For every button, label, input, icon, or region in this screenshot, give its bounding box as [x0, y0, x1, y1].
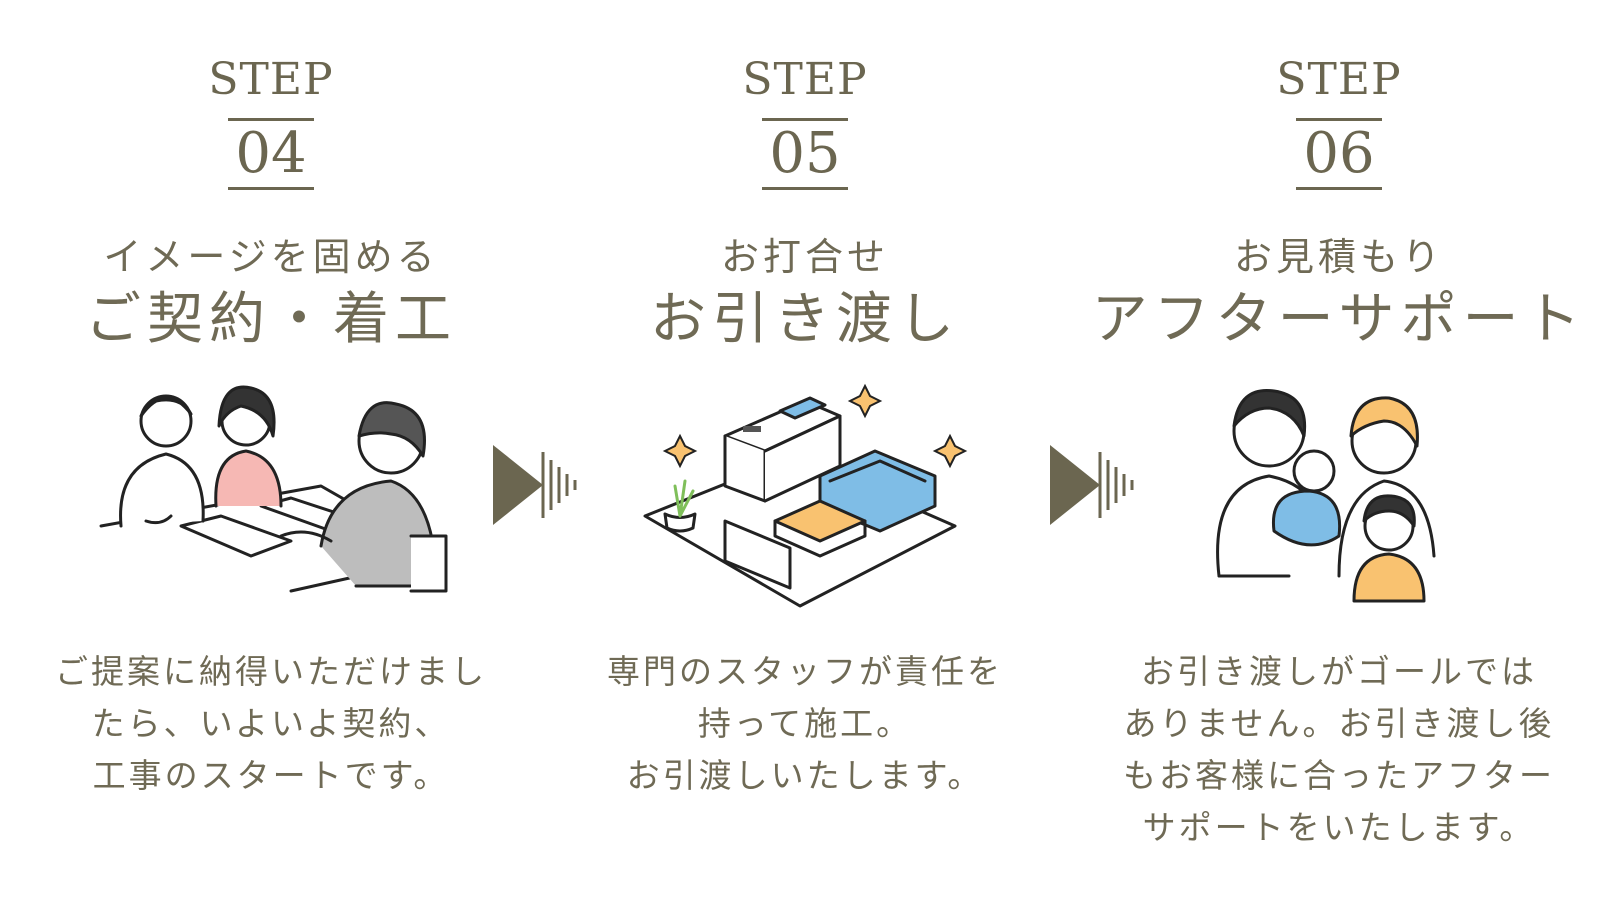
step-label: STEP	[742, 54, 868, 105]
divider	[762, 187, 848, 190]
step-title: お引き渡し	[650, 287, 960, 352]
step-number: 04	[235, 121, 307, 186]
step-04-column: STEP 04 イメージを固める ご契約・着工 ご	[31, 0, 511, 900]
divider	[762, 118, 848, 121]
step-06-column: STEP 06 お見積もり アフターサポート お引き渡しがゴールでは ありません…	[1092, 0, 1581, 900]
divider	[228, 118, 314, 121]
step-label: STEP	[208, 54, 334, 105]
divider	[228, 187, 314, 190]
meeting-contract-icon	[99, 385, 448, 593]
step-subtitle: お打合せ	[720, 235, 889, 279]
description-line: 専門のスタッフが責任を	[607, 652, 1003, 691]
step-description: お引き渡しがゴールでは ありません。お引き渡し後 もお客様に合ったアフター サポ…	[1123, 646, 1555, 854]
divider	[1296, 187, 1382, 190]
step-title: アフターサポート	[1091, 287, 1587, 352]
step-description: ご提案に納得いただけまし たら、いよいよ契約、 工事のスタートです。	[55, 646, 487, 802]
description-line: 持って施工。	[697, 704, 913, 743]
step-description: 専門のスタッフが責任を 持って施工。 お引渡しいたします。	[607, 646, 1003, 802]
description-line: お引渡しいたします。	[626, 756, 984, 795]
description-line: お引き渡しがゴールでは	[1141, 652, 1537, 691]
step-number: 06	[1303, 121, 1375, 186]
step-subtitle: イメージを固める	[103, 235, 439, 279]
arrow-right-icon	[1050, 445, 1134, 525]
description-line: 工事のスタートです。	[92, 756, 450, 795]
family-icon	[1216, 388, 1436, 603]
divider	[1296, 118, 1382, 121]
step-title: ご契約・着工	[85, 287, 457, 352]
step-number: 05	[769, 121, 841, 186]
description-line: もお客様に合ったアフター	[1123, 756, 1555, 795]
step-05-column: STEP 05 お打合せ お引き渡し	[565, 0, 1045, 900]
description-line: たら、いよいよ契約、	[91, 704, 451, 743]
new-room-icon	[643, 383, 968, 608]
description-line: ご提案に納得いただけまし	[55, 652, 487, 691]
description-line: ありません。お引き渡し後	[1123, 704, 1555, 743]
step-subtitle: お見積もり	[1233, 235, 1444, 279]
arrow-right-icon	[493, 445, 577, 525]
step-label: STEP	[1276, 54, 1402, 105]
description-line: サポートをいたします。	[1142, 808, 1536, 847]
